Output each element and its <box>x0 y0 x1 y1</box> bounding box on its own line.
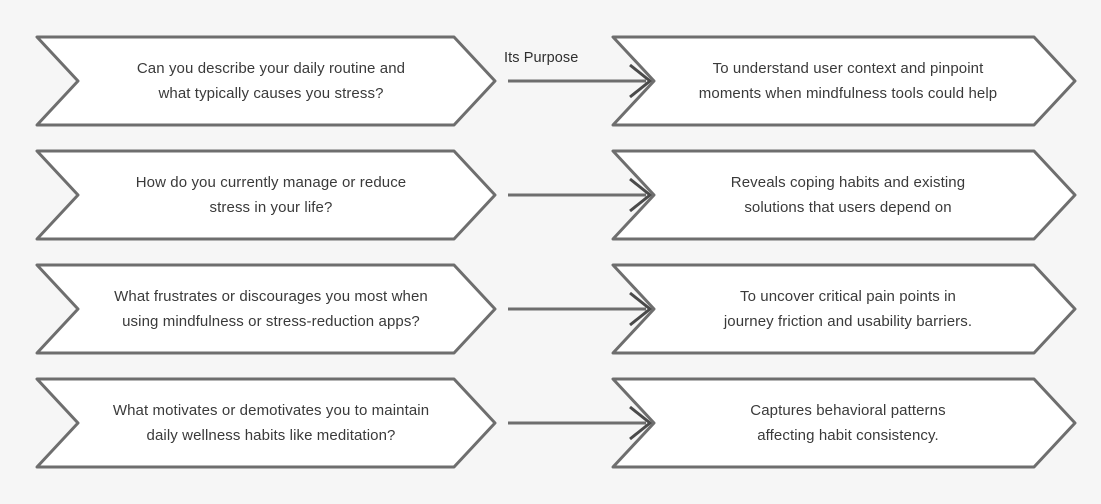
arrow-icon <box>508 405 653 441</box>
arrow-icon <box>508 291 653 327</box>
connector-arrow-3 <box>498 260 658 358</box>
connector-arrow-2 <box>498 146 658 244</box>
connector-arrow-4 <box>498 374 658 472</box>
arrow-icon <box>508 177 653 213</box>
question-chevron-3[interactable]: What frustrates or discourages you most … <box>34 260 498 358</box>
flow-row: What motivates or demotivates you to mai… <box>0 374 1101 472</box>
purpose-text: Captures behavioral patterns affecting h… <box>750 402 946 444</box>
flow-row: What frustrates or discourages you most … <box>0 260 1101 358</box>
arrow-icon <box>508 63 653 99</box>
chevron-shape-icon <box>611 35 1077 127</box>
flow-row: Can you describe your daily routine and … <box>0 32 1101 130</box>
chevron-shape-icon <box>611 263 1077 355</box>
purpose-chevron-2[interactable]: Reveals coping habits and existing solut… <box>610 146 1078 244</box>
chevron-shape-icon <box>35 263 497 355</box>
question-text: What motivates or demotivates you to mai… <box>112 402 430 444</box>
chevron-shape-icon <box>35 149 497 241</box>
purpose-text: To uncover critical pain points in journ… <box>723 288 973 330</box>
purpose-chevron-3[interactable]: To uncover critical pain points in journ… <box>610 260 1078 358</box>
question-text: What frustrates or discourages you most … <box>114 288 428 330</box>
question-text: How do you currently manage or reduce st… <box>135 174 407 216</box>
purpose-chevron-4[interactable]: Captures behavioral patterns affecting h… <box>610 374 1078 472</box>
question-chevron-2[interactable]: How do you currently manage or reduce st… <box>34 146 498 244</box>
purpose-text: To understand user context and pinpoint … <box>698 60 998 102</box>
question-text: Can you describe your daily routine and … <box>136 60 406 102</box>
flow-row: How do you currently manage or reduce st… <box>0 146 1101 244</box>
purpose-text: Reveals coping habits and existing solut… <box>730 174 966 216</box>
chevron-shape-icon <box>35 377 497 469</box>
connector-arrow-1: Its Purpose <box>498 32 658 130</box>
purpose-chevron-1[interactable]: To understand user context and pinpoint … <box>610 32 1078 130</box>
question-chevron-4[interactable]: What motivates or demotivates you to mai… <box>34 374 498 472</box>
chevron-shape-icon <box>35 35 497 127</box>
connector-label: Its Purpose <box>504 50 579 66</box>
chevron-shape-icon <box>611 377 1077 469</box>
chevron-shape-icon <box>611 149 1077 241</box>
question-chevron-1[interactable]: Can you describe your daily routine and … <box>34 32 498 130</box>
